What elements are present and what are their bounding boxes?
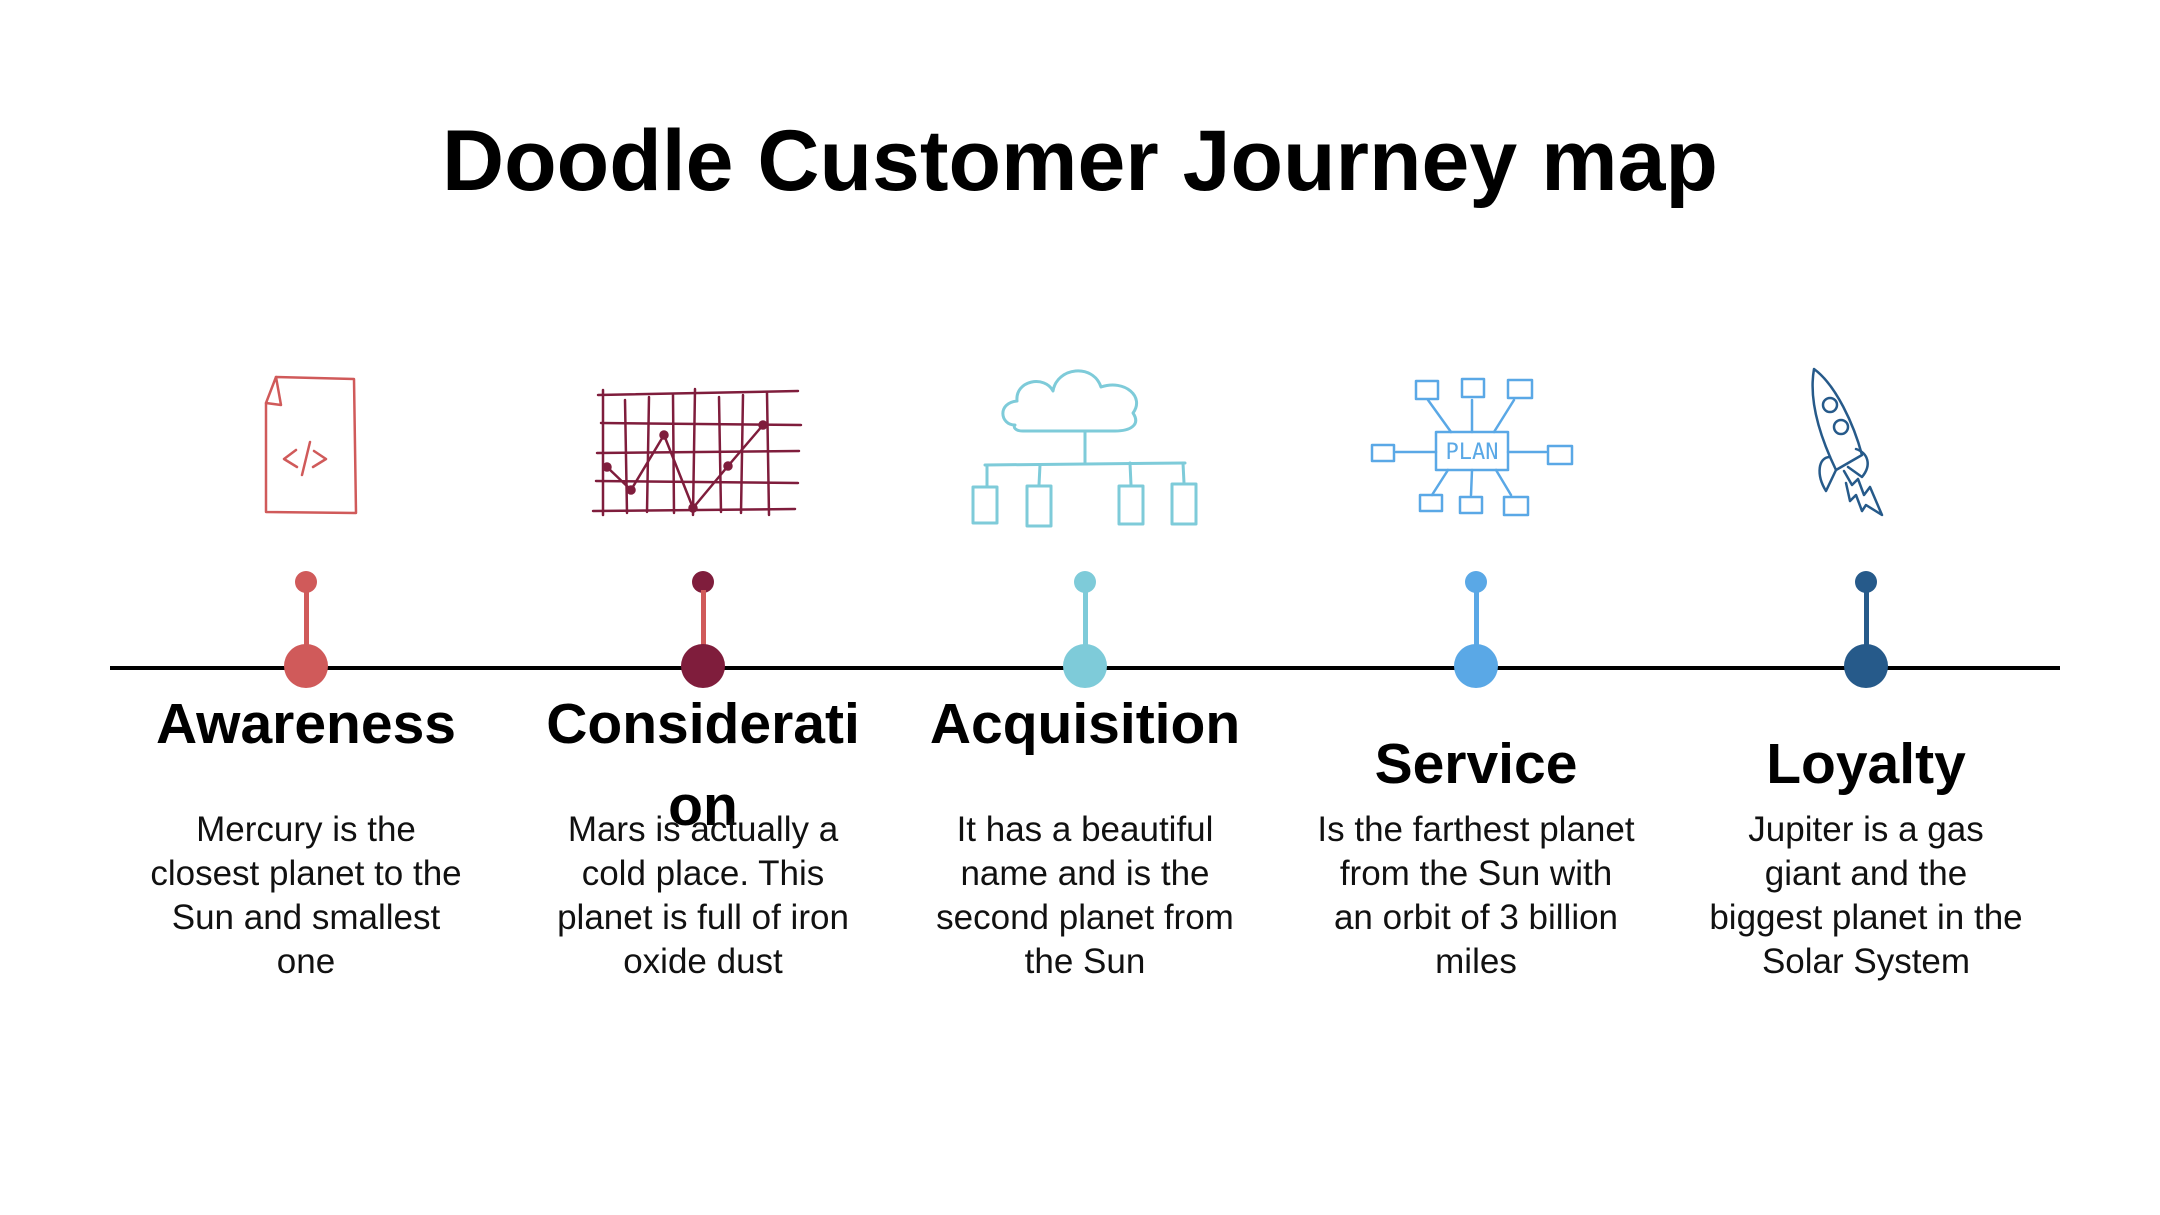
timeline-node <box>1063 644 1107 688</box>
code-document-icon <box>126 345 486 545</box>
stage-awareness: Awareness Mercury is the closest planet … <box>126 0 486 1215</box>
timeline-node <box>284 644 328 688</box>
stage-consideration: Consideration Mars is actually a cold pl… <box>523 0 883 1215</box>
timeline-pin-dot <box>692 571 714 593</box>
stage-title: Awareness <box>156 692 456 756</box>
cloud-network-icon <box>905 345 1265 545</box>
plan-label: PLAN <box>1446 440 1499 465</box>
timeline-pin-stem <box>1474 590 1479 650</box>
timeline-pin-stem <box>304 590 309 650</box>
timeline-node <box>681 644 725 688</box>
stage-description: Mars is actually a cold place. This plan… <box>557 810 849 981</box>
timeline-pin-stem <box>1083 590 1088 650</box>
timeline-pin-stem <box>701 590 706 650</box>
stage-description: Is the farthest planet from the Sun with… <box>1317 810 1635 981</box>
timeline-node <box>1454 644 1498 688</box>
plan-mindmap-icon: PLAN <box>1296 345 1656 545</box>
page-title: Doodle Customer Journey map <box>442 113 1718 209</box>
timeline-node <box>1844 644 1888 688</box>
timeline-pin-dot <box>295 571 317 593</box>
timeline-pin-dot <box>1465 571 1487 593</box>
rocket-icon <box>1686 345 2046 545</box>
timeline-pin-dot <box>1855 571 1877 593</box>
timeline-pin-stem <box>1864 590 1869 650</box>
stage-service: PLAN Service Is the farthest planet from… <box>1296 0 1656 1215</box>
stage-description: Mercury is the closest planet to the Sun… <box>150 810 462 981</box>
stage-title: Service <box>1374 732 1578 796</box>
stage-loyalty: Loyalty Jupiter is a gas giant and the b… <box>1686 0 2046 1215</box>
stage-title: Acquisition <box>929 692 1241 756</box>
stage-description: Jupiter is a gas giant and the biggest p… <box>1709 810 2023 981</box>
line-chart-grid-icon <box>523 345 883 545</box>
stage-title: Loyalty <box>1766 732 1966 796</box>
stage-title: Consideration <box>546 692 860 838</box>
timeline-pin-dot <box>1074 571 1096 593</box>
stage-description: It has a beautiful name and is the secon… <box>936 810 1234 981</box>
stage-acquisition: Acquisition It has a beautiful name and … <box>905 0 1265 1215</box>
